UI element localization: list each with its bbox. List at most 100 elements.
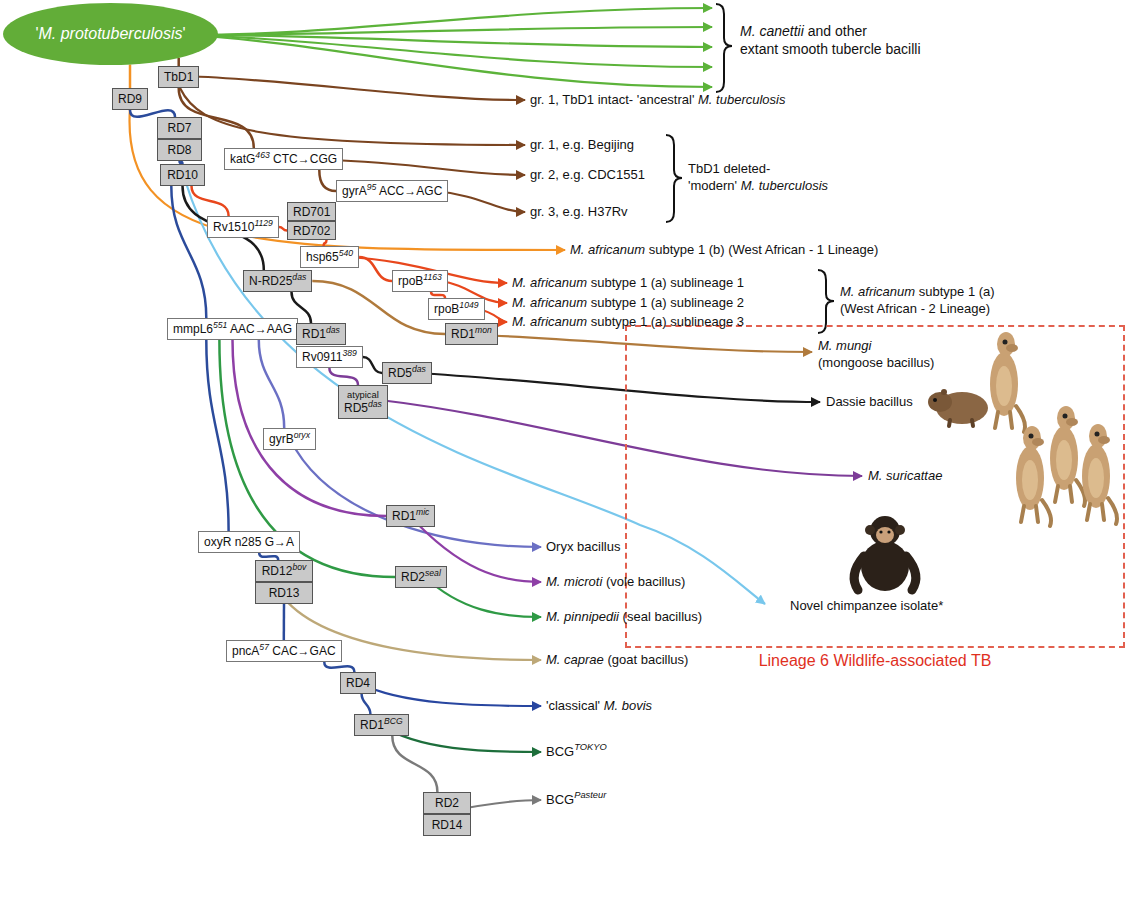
text-run: das	[292, 272, 306, 282]
tree-branch	[329, 368, 358, 385]
box-label: RD12bov	[262, 564, 307, 578]
marker-box: gyrA95 ACC→AGC	[336, 180, 448, 202]
taxon-label: gr. 1, TbD1 intact- 'ancestral' M. tuber…	[530, 92, 785, 109]
marker-box: oxyR n285 G→A	[198, 531, 300, 553]
deletion-box: RD7	[157, 117, 202, 139]
box-label: RD13	[269, 586, 300, 600]
box-label: 'M. prototuberculosis'	[35, 25, 185, 43]
text-run: 1163	[423, 272, 442, 282]
marker-box: katG463 CTC→CGG	[224, 148, 343, 170]
taxon-label: 'classical' M. bovis	[546, 698, 652, 715]
text-run: TOKYO	[574, 742, 607, 752]
box-label: RD1das	[302, 327, 340, 341]
text-run: seal	[425, 568, 441, 578]
text-run: 389	[342, 348, 356, 358]
taxon-label: TbD1 deleted- 'modern' M. tuberculosis	[688, 161, 828, 195]
branch-arrow	[190, 35, 712, 87]
tree-branch	[283, 604, 286, 640]
taxon-label: BCGTOKYO	[546, 744, 607, 761]
text-run: das	[368, 399, 382, 409]
text-run: M. bovis	[604, 698, 652, 713]
branch-arrow	[190, 35, 712, 47]
branch-arrow	[415, 373, 820, 402]
brace	[818, 270, 834, 333]
taxon-label: M. africanum subtype 1 (a) sublineage 3	[512, 314, 744, 331]
branch-arrow	[380, 400, 862, 476]
text-run: Pasteur	[574, 790, 606, 800]
region-title: Lineage 6 Wildlife-associated TB	[627, 652, 1123, 670]
dassie-figure	[928, 389, 988, 426]
brace	[716, 4, 732, 92]
brace	[666, 135, 682, 222]
taxon-label: Novel chimpanzee isolate*	[790, 598, 943, 615]
branch-arrow	[190, 27, 712, 35]
box-label: RD1mon	[451, 327, 492, 341]
text-run: das	[412, 364, 426, 374]
box-label: Rv15101129	[213, 220, 273, 234]
box-label: atypical RD5das	[344, 387, 382, 415]
marker-box: mmpL6551 AAC→AAG	[167, 318, 298, 340]
box-label: RD2	[435, 796, 459, 810]
meerkat-figure	[1082, 424, 1117, 524]
box-label: oxyR n285 G→A	[204, 535, 294, 549]
tree-branch	[259, 553, 278, 560]
deletion-box: RD702	[287, 221, 336, 240]
box-label: rpoB1049	[434, 302, 479, 316]
tree-branch	[171, 186, 206, 318]
text-run: M. pinnipedii	[546, 609, 619, 624]
text-run: M. africanum	[512, 275, 587, 290]
deletion-box: RD2seal	[395, 566, 447, 588]
text-run: 463	[255, 150, 269, 160]
deletion-box: RD10	[160, 164, 205, 186]
text-run: 57	[259, 642, 269, 652]
deletion-box: RD4	[340, 672, 376, 694]
text-run: M. prototuberculosis	[38, 25, 182, 42]
ellipse-fill	[3, 3, 218, 65]
box-label: pncA57 CAC→GAC	[232, 644, 336, 658]
taxon-label: M. suricattae	[868, 468, 942, 485]
text-run: 1049	[459, 300, 478, 310]
deletion-box: TbD1	[158, 66, 199, 88]
branch-arrow	[180, 88, 525, 145]
marker-box: pncA57 CAC→GAC	[226, 640, 342, 662]
text-run: BCG	[384, 716, 403, 726]
box-label: RD2seal	[401, 570, 441, 584]
box-label: RD1BCG	[360, 718, 403, 732]
deletion-box: RD5das	[382, 362, 432, 384]
marker-box: hsp65540	[300, 246, 359, 268]
deletion-box: RD1mic	[386, 505, 435, 527]
taxon-label: Oryx bacillus	[546, 539, 620, 556]
deletion-box: RD1das	[296, 323, 346, 345]
deletion-box: RD1BCG	[354, 714, 409, 736]
box-label: TbD1	[164, 70, 193, 84]
text-run: M. suricattae	[868, 468, 942, 483]
taxon-label: Dassie bacillus	[826, 394, 913, 411]
deletion-box: RD1mon	[445, 323, 498, 345]
tree-branch	[392, 736, 437, 792]
text-run: 95	[367, 182, 377, 192]
taxon-label: M. mungi (mongoose bacillus)	[818, 338, 934, 372]
taxon-label: BCGPasteur	[546, 792, 606, 809]
box-label: gyrBoryx	[269, 432, 310, 446]
text-run: 1129	[254, 218, 273, 228]
box-label: RD10	[167, 168, 198, 182]
meerkat-figure	[1016, 426, 1051, 526]
tree-branch	[259, 340, 284, 428]
deletion-box: RD2	[423, 792, 471, 814]
taxon-label: M. pinnipedii (seal bacillus)	[546, 609, 702, 626]
deletion-box: RD13	[255, 582, 313, 604]
text-run: M. caprae	[546, 652, 604, 667]
chimpanzee-figure	[854, 516, 916, 591]
taxon-label: gr. 2, e.g. CDC1551	[530, 167, 645, 184]
ancestor-ellipse: 'M. prototuberculosis'	[3, 3, 218, 65]
marker-box: rpoB1163	[392, 270, 448, 292]
tree-branch	[177, 58, 180, 66]
text-run: M. tuberculosis	[698, 92, 785, 107]
text-run: atypical	[347, 390, 379, 400]
taxon-label: M. africanum subtype 1 (a) sublineage 1	[512, 275, 744, 292]
box-label: katG463 CTC→CGG	[230, 152, 337, 166]
box-label: RD701	[293, 205, 330, 219]
meerkat-figure	[1050, 406, 1085, 506]
text-run: M. africanum	[840, 284, 915, 299]
